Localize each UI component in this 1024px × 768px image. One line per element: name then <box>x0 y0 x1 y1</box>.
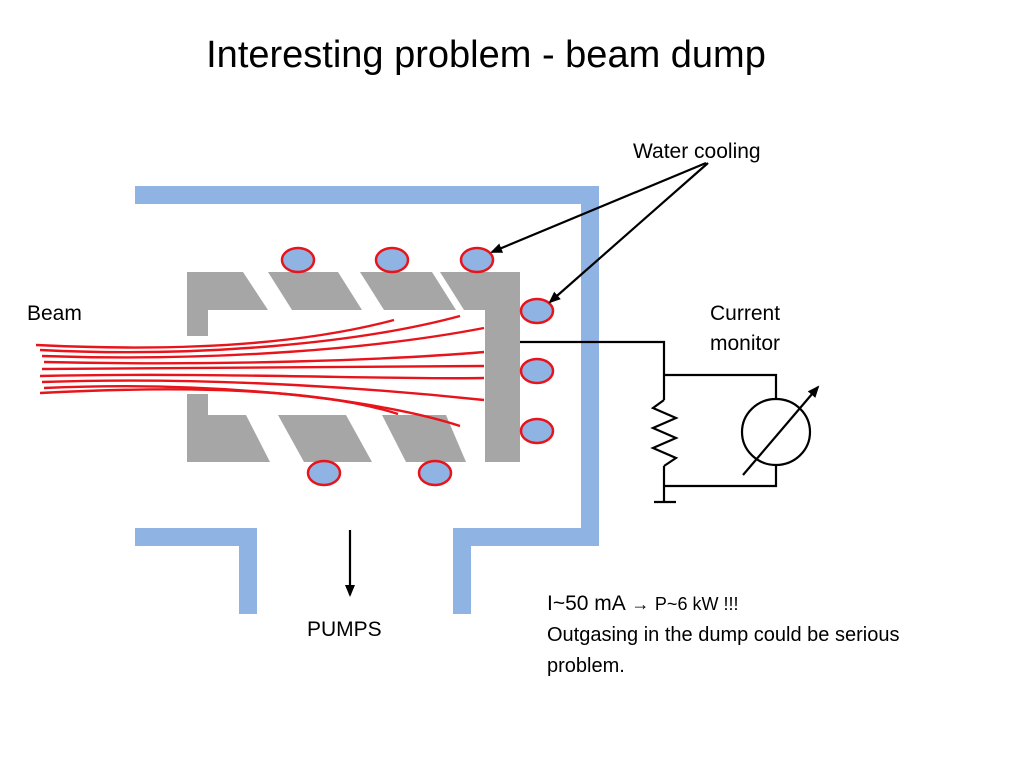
beam-label: Beam <box>27 302 82 325</box>
arrow-to-top-channel-icon <box>490 161 707 254</box>
resistor-icon <box>650 399 679 467</box>
meter-icon <box>740 397 812 467</box>
cooling-channel-icon <box>519 297 555 325</box>
absorber-lower-fin-2 <box>382 415 466 462</box>
absorber-upper-fin-2 <box>360 272 456 310</box>
water-cooling-label: Water cooling <box>633 140 761 163</box>
cooling-channel-icon <box>459 246 495 274</box>
beam-line-9 <box>39 388 399 416</box>
note-line-2: Outgasing in the dump could be serious <box>547 624 900 646</box>
note-line-3: problem. <box>547 655 625 677</box>
current-monitor-circuit <box>520 340 820 504</box>
cooling-channel-icon <box>519 417 555 445</box>
note-arrow-icon: → <box>631 594 650 614</box>
cooling-channel-icon <box>519 357 555 385</box>
beam-line-4 <box>43 350 485 365</box>
note-line-1: I~50 mA → P~6 kW !!! <box>547 588 987 620</box>
arrow-to-side-channel-icon <box>548 162 709 304</box>
chamber-upper-wall <box>135 186 599 614</box>
current-monitor-label-line1: Current <box>710 302 780 325</box>
absorber-lower-entry-plate <box>187 394 270 462</box>
chamber-lower-left-wall <box>135 528 257 614</box>
pumps-label: PUMPS <box>307 618 382 641</box>
beam-line-6 <box>39 373 485 380</box>
cooling-channel-icon <box>417 459 453 487</box>
absorber-end-plate <box>485 272 520 462</box>
cooling-channel-icon <box>280 246 316 274</box>
absorber-upper-fin-1 <box>268 272 362 310</box>
signal-wire <box>520 340 666 400</box>
slide-title: Interesting problem - beam dump <box>206 34 766 76</box>
vacuum-chamber <box>135 186 599 614</box>
absorber-lower-fin-1 <box>278 415 372 462</box>
cooling-channel-icon <box>374 246 410 274</box>
beam-absorber <box>187 272 520 462</box>
meter-needle-icon <box>742 385 820 476</box>
beam-line-2 <box>39 314 461 354</box>
water-cooling-channels <box>280 246 555 487</box>
water-cooling-arrows <box>490 161 709 304</box>
beam-line-5 <box>41 364 485 371</box>
beam-line-7 <box>41 379 485 402</box>
beam-line-1 <box>35 318 395 349</box>
meter-lower-wire <box>664 465 778 488</box>
meter-upper-wire <box>664 373 778 400</box>
note-current: I~50 mA <box>547 592 626 615</box>
notes-block: I~50 mA → P~6 kW !!! Outgasing in the du… <box>547 588 987 682</box>
current-monitor-label-line2: monitor <box>710 332 780 355</box>
beam-lines <box>35 314 485 428</box>
cooling-channel-icon <box>306 459 342 487</box>
note-power: P~6 kW !!! <box>654 594 739 614</box>
absorber-upper-entry-plate <box>187 272 268 336</box>
beam-line-3 <box>41 326 485 359</box>
